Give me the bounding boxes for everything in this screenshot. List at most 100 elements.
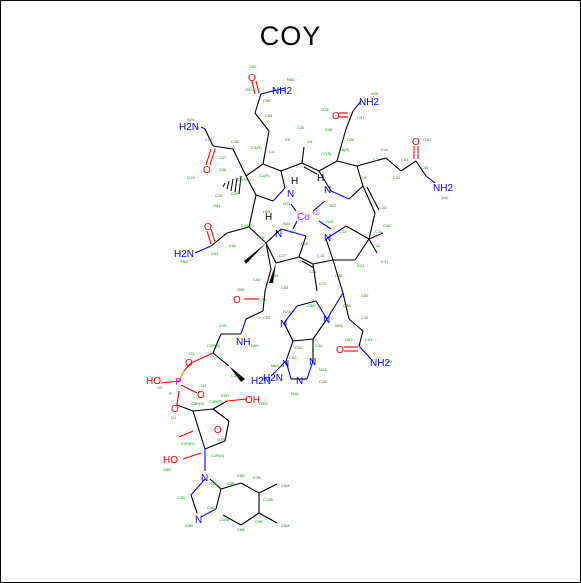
atom-label: C5A [343, 303, 351, 308]
atom-amide-nh: NH [236, 337, 250, 348]
atom-label: C53 [271, 273, 279, 278]
atom-label: C70 [289, 229, 297, 234]
atom-label: O4 [201, 383, 207, 388]
atom-nitrogen: N [324, 185, 331, 196]
atom-oxygen: O [336, 345, 344, 356]
atom-nitrogen: N [275, 229, 282, 240]
atom-label: C9 [361, 175, 367, 180]
side-chain-bonds [190, 80, 436, 382]
atom-label: O28 [321, 107, 329, 112]
atom-label: C13 [357, 263, 365, 268]
atom-hydroxyl: HO [146, 376, 161, 387]
atom-label: C8A [307, 303, 315, 308]
atom-label: N3B [185, 523, 193, 528]
atom-oxygen: O [233, 295, 241, 306]
atom-label: C42 [393, 175, 401, 180]
atom-label: C4R(R) [209, 399, 223, 404]
atom-label: C63 [365, 337, 373, 342]
atom-label: P [169, 391, 172, 396]
atom-oxygen: O [214, 425, 222, 436]
atom-label: C47 [381, 259, 389, 264]
atom-label: O58 [237, 287, 245, 292]
cobalt-charge: +2 [312, 211, 320, 217]
atom-label: C4A [315, 343, 323, 348]
benzimidazole-ring [190, 478, 278, 526]
atom-label: C38 [347, 137, 355, 142]
atom-label: C3P [231, 373, 239, 378]
atom-label: C9B [255, 519, 263, 524]
atom-label: C2(S) [237, 177, 248, 182]
atom-label: C61 [211, 251, 219, 256]
atom-hydrogen: H [291, 176, 298, 187]
atom-oxygen: O [203, 165, 211, 176]
atom-label: N7A [283, 309, 291, 314]
atom-label: C35 [297, 125, 305, 130]
atom-label: C3(R) [251, 145, 262, 150]
atom-label: C26 [231, 139, 239, 144]
atom-label: C37 [357, 115, 365, 120]
atom-label: C1P [219, 323, 227, 328]
atom-label: C5B [227, 481, 235, 486]
atom-nitrogen: N [296, 376, 303, 387]
atom-label: C6B [237, 527, 245, 532]
atom-label: N1B [209, 481, 217, 486]
atom-label: C55 [281, 285, 289, 290]
atom-label: N24 [283, 221, 291, 226]
atom-label: O61 [213, 203, 221, 208]
hash-bonds [222, 175, 242, 195]
atom-label: N9A [335, 323, 343, 328]
atom-label: C2A [319, 379, 327, 384]
atom-label: C4 [269, 149, 275, 154]
atom-nitrogen: N [282, 359, 289, 370]
atom-label: C56 [259, 297, 267, 302]
atom-label: C19(R) [241, 223, 255, 228]
atom-label: N23 [326, 219, 334, 224]
atom-nh2: NH2 [359, 97, 379, 108]
atom-label: C2R(R) [181, 441, 195, 446]
atom-hydrogen: H [265, 212, 272, 223]
atom-label: C10B [219, 517, 229, 522]
atom-label: C2B [177, 495, 185, 500]
atom-label: O63 [345, 337, 353, 342]
atom-label: C60 [249, 64, 257, 69]
atom-label: N3A [319, 367, 327, 372]
atom-cobalt: Co [297, 212, 310, 223]
atom-label: C8(S) [339, 147, 350, 152]
adenine-ring [270, 300, 328, 380]
atom-nh2: NH2 [433, 183, 453, 194]
atom-label: O6R [163, 467, 171, 472]
atom-label: N40 [441, 195, 449, 200]
atom-label: C43 [421, 165, 429, 170]
atom-label: O3 [189, 351, 195, 356]
atom-label: O7R [217, 437, 225, 442]
atom-nh2: H2N [263, 373, 283, 384]
diagram-title: COY [259, 21, 322, 51]
atom-label: C18 [257, 235, 265, 240]
atom-label: C41 [401, 157, 409, 162]
atom-label: C14 [339, 229, 347, 234]
heteroatom-labels: NH2 H2N NH2 NH2 H2N NH2 H2N H2N O O O O … [146, 73, 453, 526]
atom-label: C5M [281, 483, 289, 488]
atom-label: C72 [319, 281, 327, 286]
atom-label: O60 [245, 87, 253, 92]
atom-oxygen: O [332, 111, 340, 122]
atom-nitrogen: N [195, 515, 202, 526]
atom-label: C39 [373, 157, 381, 162]
atom-hydroxyl: OH [245, 395, 260, 406]
atom-label: C59 [263, 98, 271, 103]
atom-label: O8R [259, 401, 267, 406]
atom-label: C28 [219, 167, 227, 172]
atom-label: C27 [219, 155, 227, 160]
atom-label: N6A [271, 363, 279, 368]
atom-nitrogen: N [309, 357, 316, 368]
atom-label: C1(R) [259, 173, 270, 178]
atom-label: N1A [291, 391, 299, 396]
atom-nh2: H2N [251, 376, 271, 387]
atom-label: C12 [373, 243, 381, 248]
atom-hydrogen: H [317, 173, 324, 184]
atom-oxygen: O [171, 404, 179, 415]
atom-label: C48 [335, 273, 343, 278]
atom-label: C40 [381, 147, 389, 152]
